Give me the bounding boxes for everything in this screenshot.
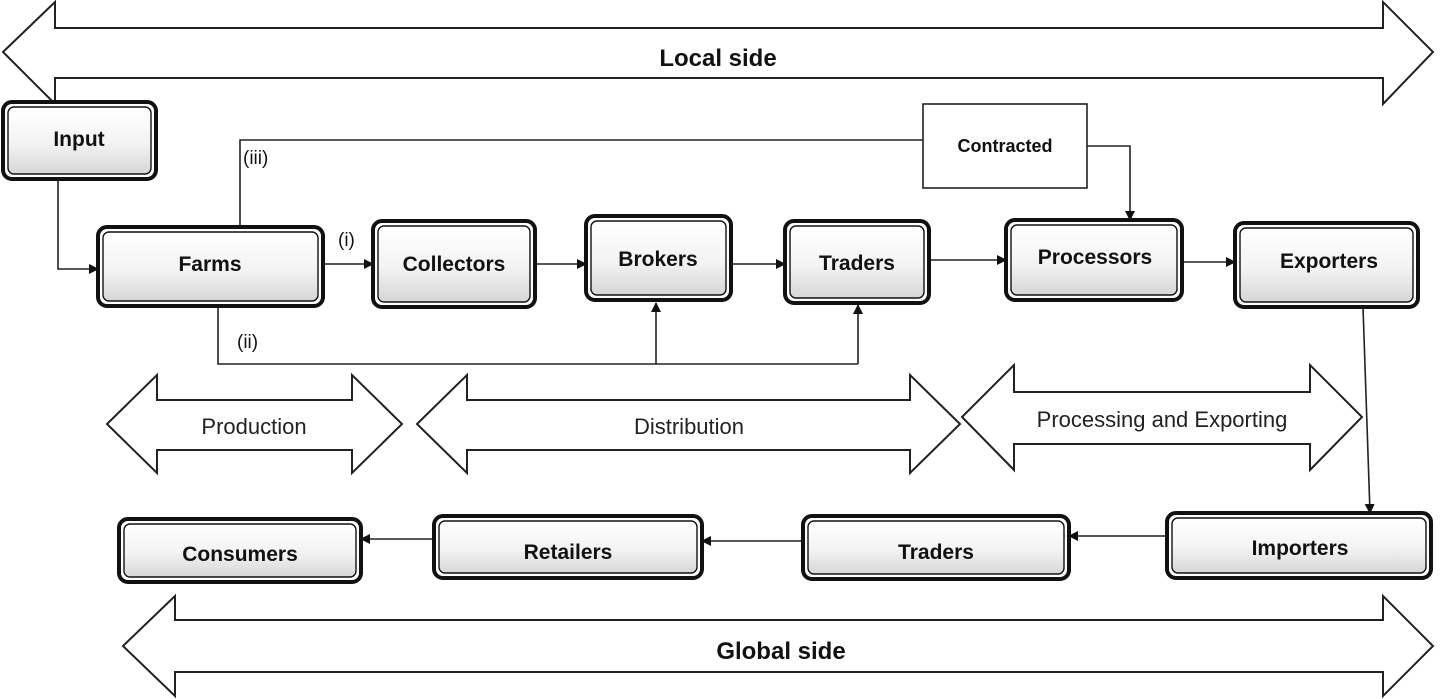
processing-stage-label: Processing and Exporting xyxy=(1037,407,1288,432)
production-stage-label: Production xyxy=(201,414,306,439)
consumers-label: Consumers xyxy=(182,543,298,566)
node-collectors: Collectors xyxy=(371,219,537,309)
connectors: (i) (ii) (iii) xyxy=(57,139,1375,546)
retailers-label: Retailers xyxy=(524,541,613,564)
farms-label: Farms xyxy=(178,253,241,276)
node-traders-local: Traders xyxy=(783,219,931,305)
processing-stage-arrow: Processing and Exporting xyxy=(960,362,1364,473)
contracted-to-processors-arrow xyxy=(1087,145,1135,221)
production-stage-arrow: Production xyxy=(105,372,404,476)
distribution-stage-arrow: Distribution xyxy=(415,372,962,476)
node-consumers: Consumers xyxy=(117,517,363,584)
input-label: Input xyxy=(53,128,104,151)
traders-local-label: Traders xyxy=(819,252,895,275)
input-to-farms-arrow xyxy=(57,178,99,274)
collectors-label: Collectors xyxy=(403,253,506,276)
importers-label: Importers xyxy=(1252,537,1349,560)
node-importers: Importers xyxy=(1165,511,1433,580)
local-side-label: Local side xyxy=(659,45,776,72)
node-exporters: Exporters xyxy=(1233,221,1420,309)
distribution-stage-label: Distribution xyxy=(634,414,744,439)
node-input: Input xyxy=(1,100,158,181)
node-brokers: Brokers xyxy=(584,214,733,302)
contracted-label: Contracted xyxy=(957,136,1052,156)
global-side-arrow: Global side xyxy=(121,593,1435,699)
node-retailers: Retailers xyxy=(432,514,704,580)
node-farms: Farms xyxy=(96,225,325,308)
node-traders-global: Traders xyxy=(801,514,1071,581)
path-iii-label: (iii) xyxy=(243,148,268,169)
brokers-label: Brokers xyxy=(618,248,697,271)
path-i-label: (i) xyxy=(338,230,355,251)
exporters-label: Exporters xyxy=(1280,250,1378,273)
local-side-arrow: Local side xyxy=(1,0,1435,107)
exporters-to-importers-arrow xyxy=(1362,306,1375,514)
path-ii-label: (ii) xyxy=(237,332,258,353)
farms-bypass-line xyxy=(217,307,858,365)
traders-global-label: Traders xyxy=(898,541,974,564)
contracted-box: Contracted xyxy=(922,103,1088,189)
node-processors: Processors xyxy=(1004,218,1184,302)
processors-label: Processors xyxy=(1038,246,1152,269)
global-side-label: Global side xyxy=(716,638,845,665)
farms-to-contracted-line xyxy=(239,139,923,229)
